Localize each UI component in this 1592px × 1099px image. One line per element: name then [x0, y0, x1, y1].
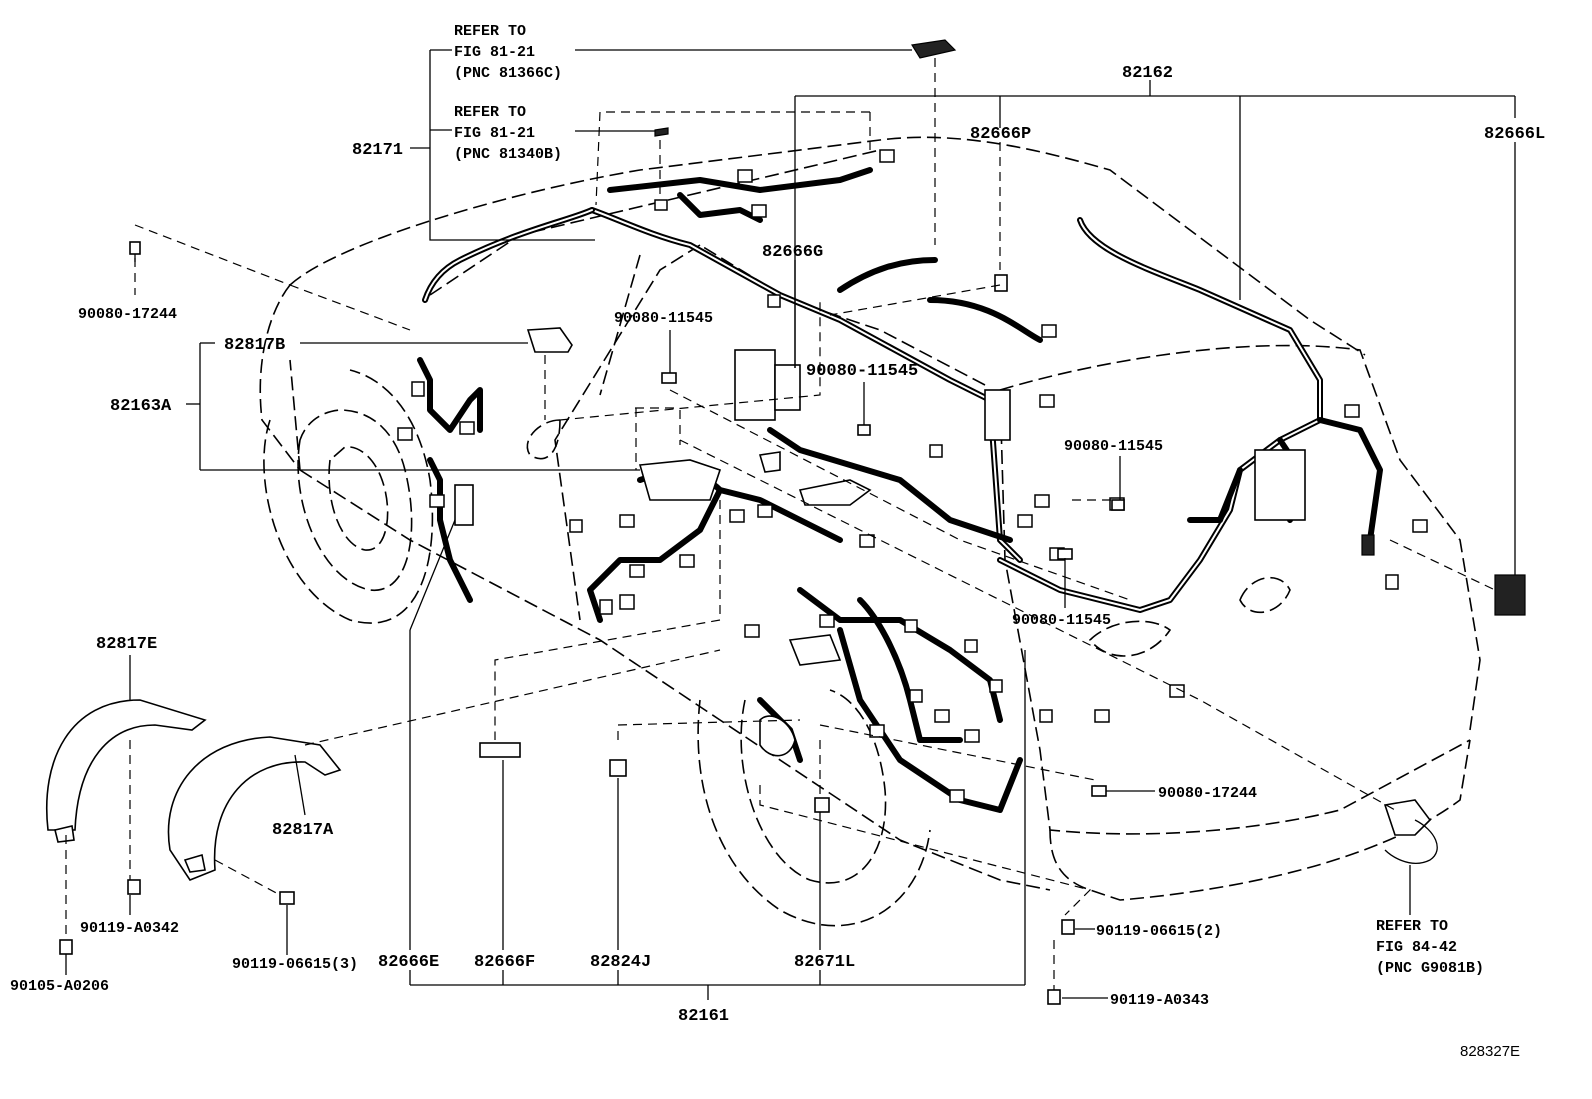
bolt-icon — [279, 891, 295, 905]
svg-text:REFER TO: REFER TO — [454, 23, 526, 40]
label-82817A: 82817A — [272, 821, 334, 840]
label-90119-A0343: 90119-A0343 — [1110, 992, 1209, 1009]
label-82171: 82171 — [352, 141, 403, 160]
label-82666L: 82666L — [1484, 125, 1545, 144]
bolt-icon — [857, 424, 871, 436]
reference-notes: REFER TO FIG 81-21 (PNC 81366C) REFER TO… — [454, 23, 1484, 977]
bolt-icon — [1057, 548, 1073, 560]
label-90080-11545-c: 90080-11545 — [1064, 438, 1163, 455]
leader-lines — [65, 49, 1516, 1000]
label-90080-17244-left: 90080-17244 — [78, 306, 177, 323]
wire-harness-82162 — [767, 217, 1383, 613]
label-82817E: 82817E — [96, 635, 157, 654]
bolt-icon — [661, 372, 677, 384]
svg-text:(PNC G9081B): (PNC G9081B) — [1376, 960, 1484, 977]
svg-text:REFER TO: REFER TO — [454, 104, 526, 121]
clip-icon — [479, 742, 521, 758]
svg-text:FIG 81-21: FIG 81-21 — [454, 125, 535, 142]
wire-harness-82163A — [417, 357, 483, 603]
clip-icon — [609, 759, 627, 777]
label-82161: 82161 — [678, 1007, 729, 1026]
reference-note-81366C: REFER TO FIG 81-21 (PNC 81366C) — [454, 23, 562, 82]
label-82666F: 82666F — [474, 953, 535, 972]
bolt-icon — [1091, 785, 1107, 797]
label-90119-06615-3: 90119-06615(3) — [232, 956, 358, 973]
liner-82817A — [167, 736, 342, 881]
label-90080-11545-d: 90080-11545 — [1012, 612, 1111, 629]
label-90119-A0342: 90119-A0342 — [80, 920, 179, 937]
bolt-icon — [1111, 499, 1125, 511]
label-82817B: 82817B — [224, 336, 285, 355]
svg-text:(PNC 81340B): (PNC 81340B) — [454, 146, 562, 163]
label-82824J: 82824J — [590, 953, 651, 972]
svg-text:FIG 84-42: FIG 84-42 — [1376, 939, 1457, 956]
label-90080-11545-a: 90080-11545 — [614, 310, 713, 327]
liner-82817E — [46, 699, 207, 831]
label-90105-A0206: 90105-A0206 — [10, 978, 109, 995]
label-82666P: 82666P — [970, 125, 1031, 144]
label-82162: 82162 — [1122, 64, 1173, 83]
bolt-icon — [1061, 919, 1075, 935]
svg-text:FIG 81-21: FIG 81-21 — [454, 44, 535, 61]
bolt-icon — [994, 274, 1008, 292]
label-82666G: 82666G — [762, 243, 823, 262]
label-90119-06615-2: 90119-06615(2) — [1096, 923, 1222, 940]
label-90080-11545-b: 90080-11545 — [806, 362, 918, 381]
bolt-icon — [127, 879, 141, 895]
reference-note-G9081B: REFER TO FIG 84-42 (PNC G9081B) — [1376, 918, 1484, 977]
label-90080-17244-right: 90080-17244 — [1158, 785, 1257, 802]
svg-text:REFER TO: REFER TO — [1376, 918, 1448, 935]
reference-note-81340B: REFER TO FIG 81-21 (PNC 81340B) — [454, 104, 562, 163]
components — [46, 39, 1526, 881]
clip-icon — [814, 797, 830, 813]
fasteners — [59, 241, 1125, 1005]
label-82666E: 82666E — [378, 953, 439, 972]
bolt-icon — [59, 939, 73, 955]
diagram-id: 828327E — [1460, 1043, 1520, 1060]
svg-text:(PNC 81366C): (PNC 81366C) — [454, 65, 562, 82]
part-labels: 82162 82666P 82666L 82171 82666G 90080-1… — [10, 64, 1545, 1026]
bolt-icon — [1047, 989, 1061, 1005]
wire-harness-82171 — [422, 167, 1023, 563]
label-82163A: 82163A — [110, 397, 172, 416]
label-82671L: 82671L — [794, 953, 855, 972]
